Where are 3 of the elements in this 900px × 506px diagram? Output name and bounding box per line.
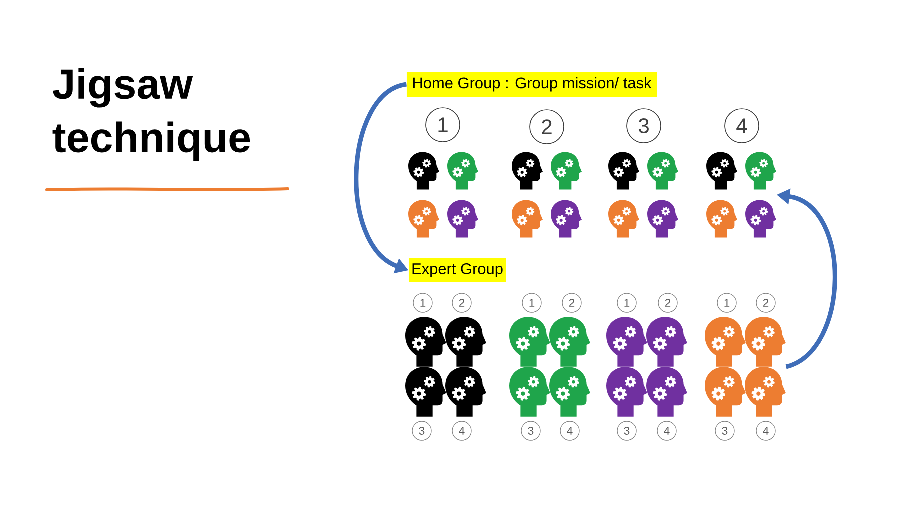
title: Jigsaw technique <box>52 68 250 162</box>
highlighted-label: Expert Group <box>409 258 506 282</box>
highlighted-label: Home Group : Group mission/ task <box>406 72 658 97</box>
